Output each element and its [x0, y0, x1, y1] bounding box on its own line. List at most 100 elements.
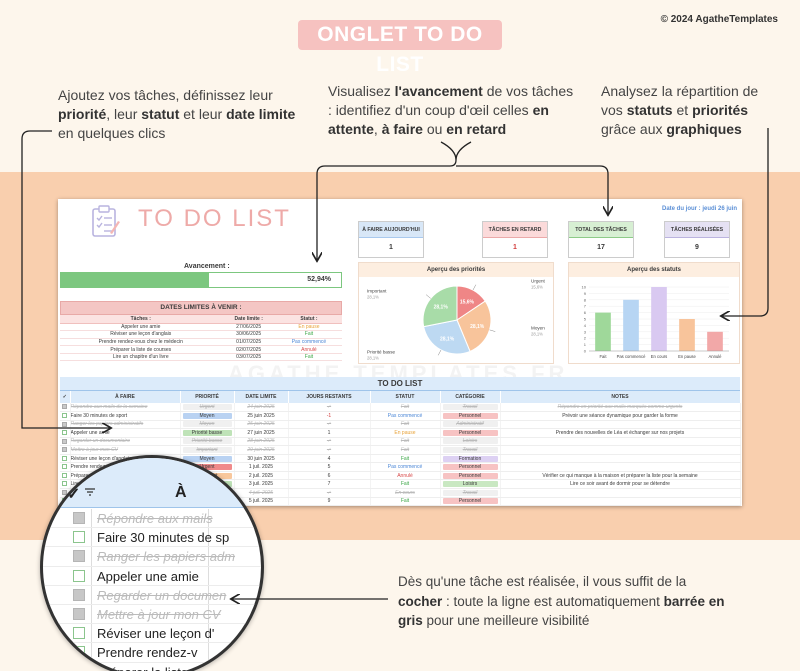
kpi-label: TÂCHES EN RETARD — [483, 222, 547, 238]
todo-header[interactable]: JOURS RESTANTS — [288, 391, 371, 403]
todo-category[interactable]: Travail — [440, 488, 501, 498]
todo-priority[interactable]: Priorité basse — [180, 437, 235, 447]
brace-center — [440, 141, 472, 161]
magnifier-checkbox[interactable] — [73, 646, 85, 659]
todo-task[interactable]: Appeler une amie — [70, 428, 181, 438]
todo-status[interactable]: Pas commencé — [370, 462, 441, 472]
todo-notes[interactable] — [500, 462, 741, 472]
todo-checkbox[interactable] — [62, 412, 68, 418]
bar-y-tick: 1 — [584, 342, 587, 347]
avancement-label: Avancement : — [184, 263, 230, 270]
todo-date[interactable]: 4 juil. 2025 — [234, 488, 289, 498]
todo-status[interactable]: Fait — [370, 437, 441, 447]
todo-status[interactable]: En pause — [370, 428, 441, 438]
callout-text: ou — [422, 121, 447, 137]
magnifier-checkbox[interactable] — [73, 607, 85, 620]
todo-category[interactable]: Personnel — [440, 411, 501, 421]
todo-category[interactable]: Personnel — [440, 471, 501, 481]
todo-category[interactable]: Personnel — [440, 462, 501, 472]
todo-notes[interactable]: Répondre en priorité aux mails marqués c… — [500, 403, 741, 413]
todo-checkbox-cell[interactable] — [60, 437, 71, 447]
todo-notes[interactable]: Lire ce soir avant de dormir pour se dét… — [500, 479, 741, 489]
todo-category[interactable]: Personnel — [440, 428, 501, 438]
pie-leader-line — [437, 349, 442, 356]
todo-checkbox[interactable] — [62, 438, 68, 444]
todo-category[interactable]: Travail — [440, 403, 501, 413]
todo-task[interactable]: Répondre aux mails de la semaine — [70, 403, 181, 413]
todo-checkbox[interactable] — [62, 430, 68, 436]
todo-category[interactable]: Administratif — [440, 420, 501, 430]
todo-status[interactable]: Fait — [370, 497, 441, 506]
todo-task[interactable]: Ranger les papiers administratifs — [70, 420, 181, 430]
todo-header[interactable]: ✓ — [60, 391, 71, 403]
todo-category[interactable]: Travail — [440, 445, 501, 455]
todo-checkbox[interactable] — [62, 421, 68, 427]
todo-priority[interactable]: Important — [180, 445, 235, 455]
todo-date[interactable]: 24 juin 2025 — [234, 403, 289, 413]
todo-notes[interactable] — [500, 437, 741, 447]
todo-status[interactable]: Pas commencé — [370, 411, 441, 421]
todo-date[interactable]: 25 juin 2025 — [234, 420, 289, 430]
todo-header[interactable]: À FAIRE — [70, 391, 181, 403]
todo-checkbox[interactable] — [62, 404, 68, 410]
todo-header[interactable]: DATE LIMITE — [234, 391, 289, 403]
kpi-total-des-taches: TOTAL DES TÂCHES 17 — [568, 221, 634, 258]
todo-category[interactable]: Loisirs — [440, 437, 501, 447]
todo-status[interactable]: Fait — [370, 420, 441, 430]
deadlines-cell: Annulé — [275, 345, 342, 354]
todo-category[interactable]: Personnel — [440, 497, 501, 506]
todo-status[interactable]: Annulé — [370, 471, 441, 481]
filter-icon[interactable] — [85, 488, 95, 496]
todo-checkbox-cell[interactable] — [60, 428, 71, 438]
todo-header[interactable]: NOTES — [500, 391, 741, 403]
todo-notes[interactable]: Prévoir une séance dynamique pour garder… — [500, 411, 741, 421]
todo-checkbox-cell[interactable] — [60, 403, 71, 413]
todo-priority[interactable]: Moyen — [180, 420, 235, 430]
todo-status[interactable]: Fait — [370, 454, 441, 464]
todo-date[interactable]: 30 juin 2025 — [234, 454, 289, 464]
todo-status[interactable]: Fait — [370, 403, 441, 413]
todo-category[interactable]: Formation — [440, 454, 501, 464]
todo-task[interactable]: Regarder un documentaire — [70, 437, 181, 447]
todo-date[interactable]: 27 juin 2025 — [234, 428, 289, 438]
magnifier-checkbox[interactable] — [73, 531, 85, 544]
todo-date[interactable]: 1 juil. 2025 — [234, 462, 289, 472]
deadlines-title: DATES LIMITES À VENIR : — [60, 301, 342, 315]
todo-notes[interactable]: Vérifier ce qui manque à la maison et pr… — [500, 471, 741, 481]
todo-notes[interactable] — [500, 445, 741, 455]
todo-checkbox-cell[interactable] — [60, 420, 71, 430]
todo-priority[interactable]: Priorité basse — [180, 428, 235, 438]
todo-notes[interactable]: Prendre des nouvelles de Léa et échanger… — [500, 428, 741, 438]
magnifier-checkbox[interactable] — [73, 627, 85, 640]
todo-category[interactable]: Loisirs — [440, 479, 501, 489]
todo-priority[interactable]: Moyen — [180, 411, 235, 421]
todo-checkbox[interactable] — [62, 447, 68, 453]
todo-status[interactable]: Fait — [370, 479, 441, 489]
todo-date[interactable]: 5 juil. 2025 — [234, 497, 289, 506]
magnifier-checkbox[interactable] — [73, 569, 85, 582]
todo-header[interactable]: STATUT — [370, 391, 441, 403]
todo-notes[interactable] — [500, 454, 741, 464]
todo-date[interactable]: 28 juin 2025 — [234, 437, 289, 447]
magnifier-checkbox[interactable] — [73, 588, 85, 601]
todo-date[interactable]: 25 juin 2025 — [234, 411, 289, 421]
magnifier-checkbox[interactable] — [73, 512, 85, 524]
todo-priority[interactable]: Urgent — [180, 403, 235, 413]
todo-date[interactable]: 2 juil. 2025 — [234, 471, 289, 481]
todo-status[interactable]: Fait — [370, 445, 441, 455]
todo-checkbox-cell[interactable] — [60, 411, 71, 421]
todo-notes[interactable] — [500, 420, 741, 430]
todo-task[interactable]: Faire 30 minutes de sport — [70, 411, 181, 421]
todo-header[interactable]: CATÉGORIE — [440, 391, 501, 403]
todo-date[interactable]: 3 juil. 2025 — [234, 479, 289, 489]
todo-header[interactable]: PRIORITÉ — [180, 391, 235, 403]
magnifier-checkbox[interactable] — [73, 550, 85, 563]
todo-checkbox-cell[interactable] — [60, 445, 71, 455]
todo-status[interactable]: En cours — [370, 488, 441, 498]
todo-task[interactable]: Mettre à jour mon CV — [70, 445, 181, 455]
todo-notes[interactable] — [500, 488, 741, 498]
magnifier-checkbox[interactable] — [73, 665, 85, 671]
todo-notes[interactable] — [500, 497, 741, 506]
todo-date[interactable]: 29 juin 2025 — [234, 445, 289, 455]
